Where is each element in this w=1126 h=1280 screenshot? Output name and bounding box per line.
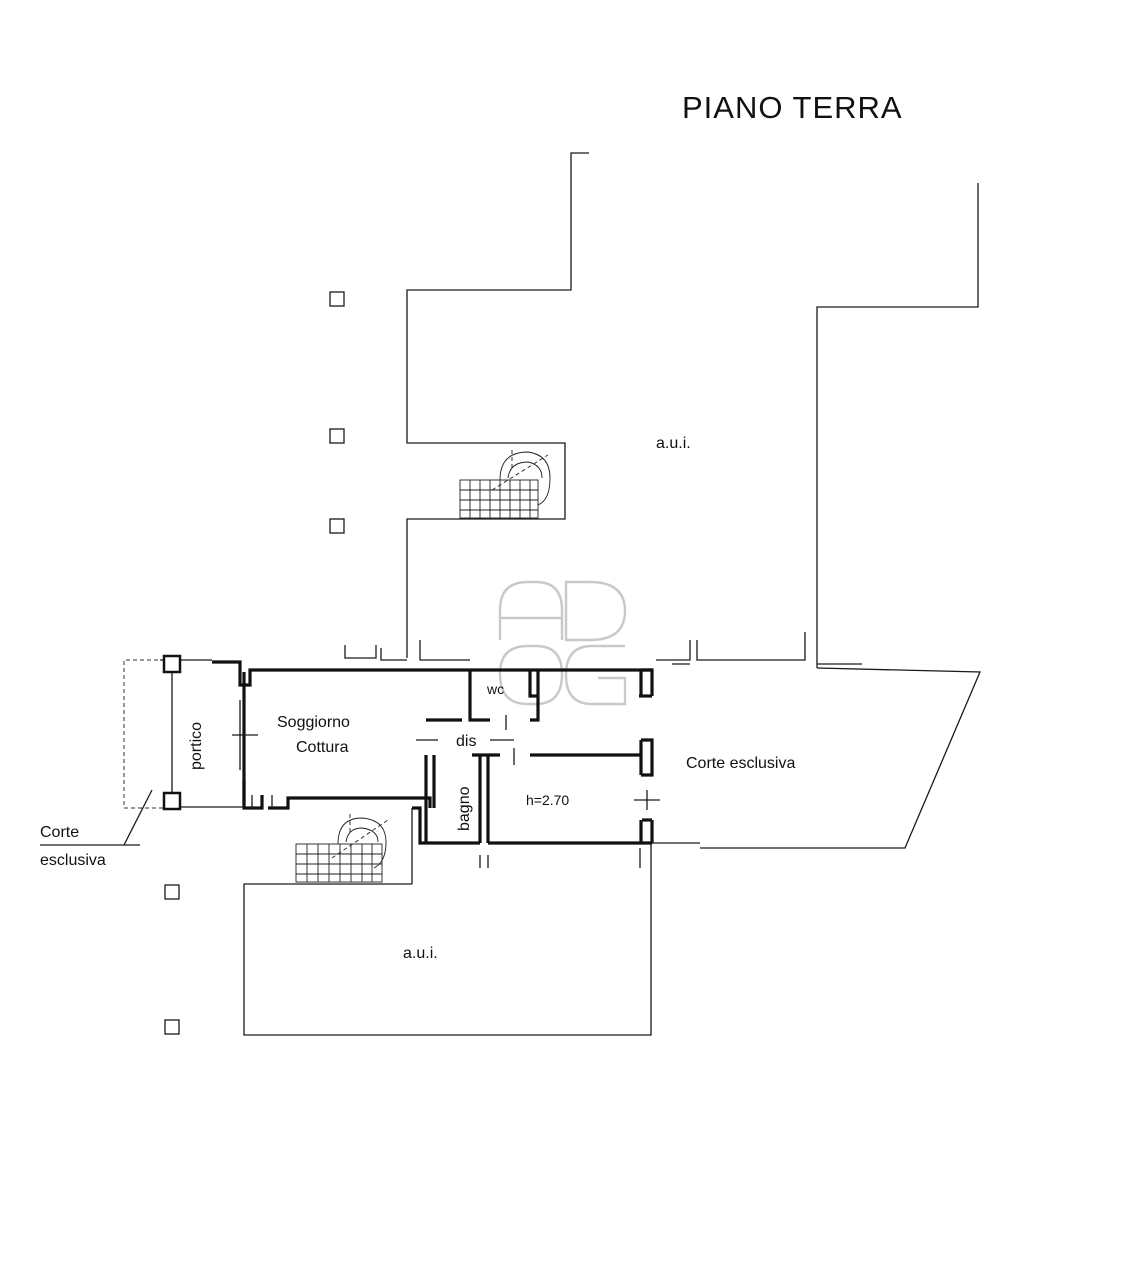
dwelling-walls — [212, 660, 654, 845]
corte-esclusiva-right-outline — [652, 663, 981, 849]
label-corte-left-line1: Corte — [40, 824, 79, 841]
label-height: h=2.70 — [526, 792, 569, 808]
label-bagno: bagno — [456, 786, 473, 831]
label-aui-bottom: a.u.i. — [403, 945, 438, 962]
lower-stair — [295, 814, 389, 883]
label-wc: wc — [486, 681, 504, 697]
label-aui-top: a.u.i. — [656, 435, 691, 452]
aui-lower-outline — [243, 808, 652, 1036]
label-cottura: Cottura — [296, 739, 349, 756]
door-marks — [232, 663, 690, 868]
plan-title: PIANO TERRA — [682, 90, 903, 125]
label-soggiorno: Soggiorno — [277, 714, 350, 731]
watermark-logo — [498, 580, 627, 706]
label-dis: dis — [456, 733, 476, 750]
label-portico: portico — [188, 722, 205, 770]
corte-left-leader — [40, 789, 153, 846]
portico-outline — [123, 654, 244, 811]
pillar-markers — [164, 291, 345, 1035]
upper-stair — [459, 450, 551, 519]
aui-upper-outline — [344, 152, 979, 668]
label-corte-left-line2: esclusiva — [40, 852, 106, 869]
label-corte-esclusiva-right: Corte esclusiva — [686, 755, 795, 772]
